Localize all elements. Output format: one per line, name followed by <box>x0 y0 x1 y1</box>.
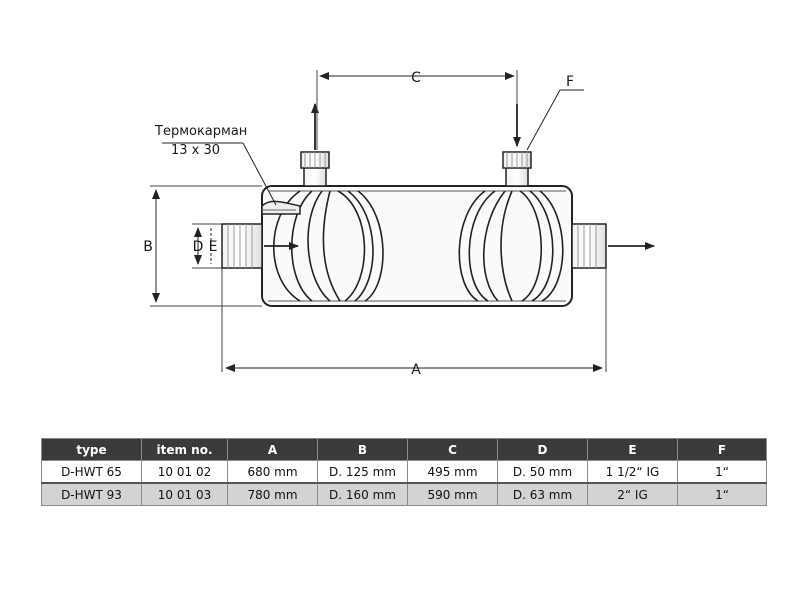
dim-d-label: D <box>193 239 204 255</box>
dim-a-label: A <box>411 362 421 378</box>
nozzle-left <box>221 223 263 269</box>
dim-f-label: F <box>566 74 574 90</box>
cell-item-no: 10 01 03 <box>141 482 228 506</box>
cell-f: 1“ <box>677 482 767 506</box>
table-header-row: type item no. A B C D E F <box>41 438 767 461</box>
header-c: C <box>407 438 498 461</box>
cell-d: D. 50 mm <box>497 460 588 484</box>
cell-e: 2“ IG <box>587 482 678 506</box>
header-b: B <box>317 438 408 461</box>
table-row: D-HWT 65 10 01 02 680 mm D. 125 mm 495 m… <box>41 460 767 484</box>
nozzle-right <box>571 223 607 269</box>
cell-e: 1 1/2“ IG <box>587 460 678 484</box>
cell-c: 590 mm <box>407 482 498 506</box>
header-d: D <box>497 438 588 461</box>
cell-f: 1“ <box>677 460 767 484</box>
header-f: F <box>677 438 767 461</box>
cell-type: D-HWT 65 <box>41 460 142 484</box>
cell-b: D. 125 mm <box>317 460 408 484</box>
thermowell <box>261 200 301 215</box>
header-item-no: item no. <box>141 438 228 461</box>
dimension-b <box>150 185 262 307</box>
heat-exchanger-drawing: C F Термокарман 13 x 30 B D E A <box>143 70 655 378</box>
coil-right <box>458 190 564 302</box>
cell-item-no: 10 01 02 <box>141 460 228 484</box>
cell-d: D. 63 mm <box>497 482 588 506</box>
cell-a: 680 mm <box>227 460 318 484</box>
nozzle-top-right <box>502 151 532 187</box>
thermowell-label: Термокарман <box>154 124 247 139</box>
thermowell-leader <box>162 142 277 206</box>
dim-c-label: C <box>411 70 421 86</box>
dimension-a <box>221 268 607 372</box>
dimension-c <box>316 70 518 150</box>
thermowell-size-label: 13 x 30 <box>171 143 220 158</box>
header-a: A <box>227 438 318 461</box>
header-e: E <box>587 438 678 461</box>
table-row: D-HWT 93 10 01 03 780 mm D. 160 mm 590 m… <box>41 482 767 506</box>
spec-table: type item no. A B C D E F D-HWT 65 10 01… <box>41 438 767 506</box>
dimension-d-e <box>192 223 222 269</box>
dim-b-label: B <box>143 239 153 255</box>
header-type: type <box>41 438 142 461</box>
coil-left <box>273 190 384 302</box>
cell-a: 780 mm <box>227 482 318 506</box>
cell-b: D. 160 mm <box>317 482 408 506</box>
dimension-f <box>526 89 584 151</box>
cell-type: D-HWT 93 <box>41 482 142 506</box>
nozzle-top-left <box>300 151 330 187</box>
dim-e-label: E <box>209 239 218 255</box>
cell-c: 495 mm <box>407 460 498 484</box>
